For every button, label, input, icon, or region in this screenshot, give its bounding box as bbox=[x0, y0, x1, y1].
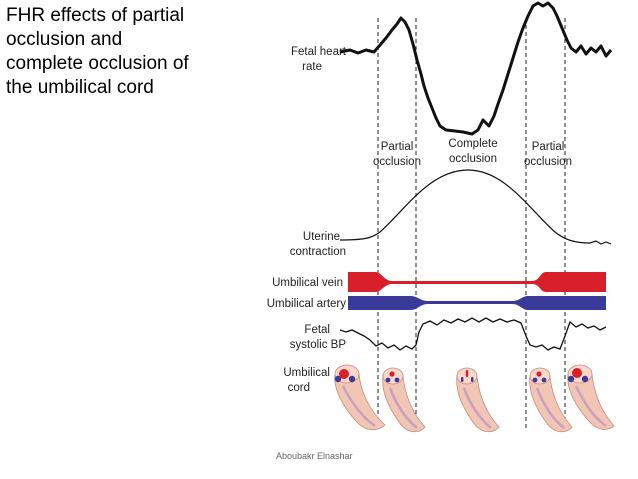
title-line-1: FHR effects of partial bbox=[6, 5, 185, 26]
title-line-3: complete occlusion of bbox=[6, 53, 189, 74]
label-umbilical-vein: Umbilical vein bbox=[272, 277, 343, 289]
artery-dot-4a bbox=[532, 377, 538, 383]
phase-partial-left-1: Partial bbox=[381, 141, 414, 153]
phase-partial-right-1: Partial bbox=[532, 141, 565, 153]
title-line-4: the umbilical cord bbox=[6, 77, 154, 98]
vein-dot-2 bbox=[389, 371, 395, 377]
label-fhr-2: rate bbox=[302, 61, 322, 73]
cord-section-1 bbox=[334, 364, 386, 431]
umbilical-vein-band bbox=[348, 272, 606, 292]
cord-section-3 bbox=[456, 367, 500, 433]
label-uterine-2: contraction bbox=[290, 246, 346, 258]
label-cord-2: cord bbox=[288, 382, 310, 394]
uterine-contraction-curve bbox=[339, 169, 612, 245]
cord-stripe-5 bbox=[574, 385, 607, 428]
label-cord-1: Umbilical bbox=[283, 367, 330, 379]
cord-tissue-4 bbox=[529, 375, 573, 433]
cord-stripe-4 bbox=[535, 387, 565, 429]
vein-dot-4 bbox=[536, 371, 542, 377]
artery-dot-2a bbox=[385, 377, 391, 383]
artery-dot-3a bbox=[461, 377, 464, 382]
cord-tissue-5 bbox=[567, 373, 615, 430]
label-umbilical-artery: Umbilical artery bbox=[267, 298, 346, 310]
label-uterine-1: Uterine bbox=[303, 231, 340, 243]
cord-tissue-2 bbox=[382, 375, 426, 433]
umbilical-artery-band bbox=[348, 296, 606, 310]
fetal-systolic-bp-trace bbox=[339, 317, 607, 351]
phase-partial-right-2: occlusion bbox=[524, 156, 572, 168]
phase-complete-1: Complete bbox=[448, 138, 497, 150]
phase-partial-left-2: occlusion bbox=[373, 156, 421, 168]
artery-dot-1a bbox=[334, 375, 342, 383]
artery-dot-5b bbox=[581, 375, 589, 383]
cord-section-5 bbox=[567, 364, 615, 430]
label-fhr-1: Fetal heart bbox=[291, 46, 347, 58]
artery-dot-5a bbox=[567, 375, 575, 383]
cord-section-4 bbox=[529, 367, 573, 433]
label-bp-1: Fetal bbox=[304, 324, 330, 336]
slide-title: FHR effects of partial occlusion and com… bbox=[6, 4, 256, 100]
vein-dot-1 bbox=[339, 369, 349, 379]
artery-dot-4b bbox=[541, 377, 547, 383]
fhr-trace bbox=[339, 1, 613, 136]
cord-tissue-1 bbox=[334, 373, 386, 431]
cord-stripe-3 bbox=[462, 387, 492, 429]
title-line-2: occlusion and bbox=[6, 29, 123, 50]
author-credit: Aboubakr Elnashar bbox=[276, 451, 353, 461]
cord-stripe-1 bbox=[341, 385, 376, 428]
cord-section-2 bbox=[382, 367, 426, 433]
phase-complete-2: occlusion bbox=[449, 153, 497, 165]
vein-dot-5 bbox=[572, 368, 582, 378]
label-bp-2: systolic BP bbox=[290, 339, 347, 351]
artery-dot-1b bbox=[348, 375, 356, 383]
cord-tissue-3 bbox=[456, 375, 500, 433]
vein-dot-3 bbox=[465, 370, 469, 377]
cord-stripe-2 bbox=[388, 387, 418, 429]
artery-dot-2b bbox=[394, 377, 400, 383]
artery-dot-3b bbox=[471, 377, 474, 382]
